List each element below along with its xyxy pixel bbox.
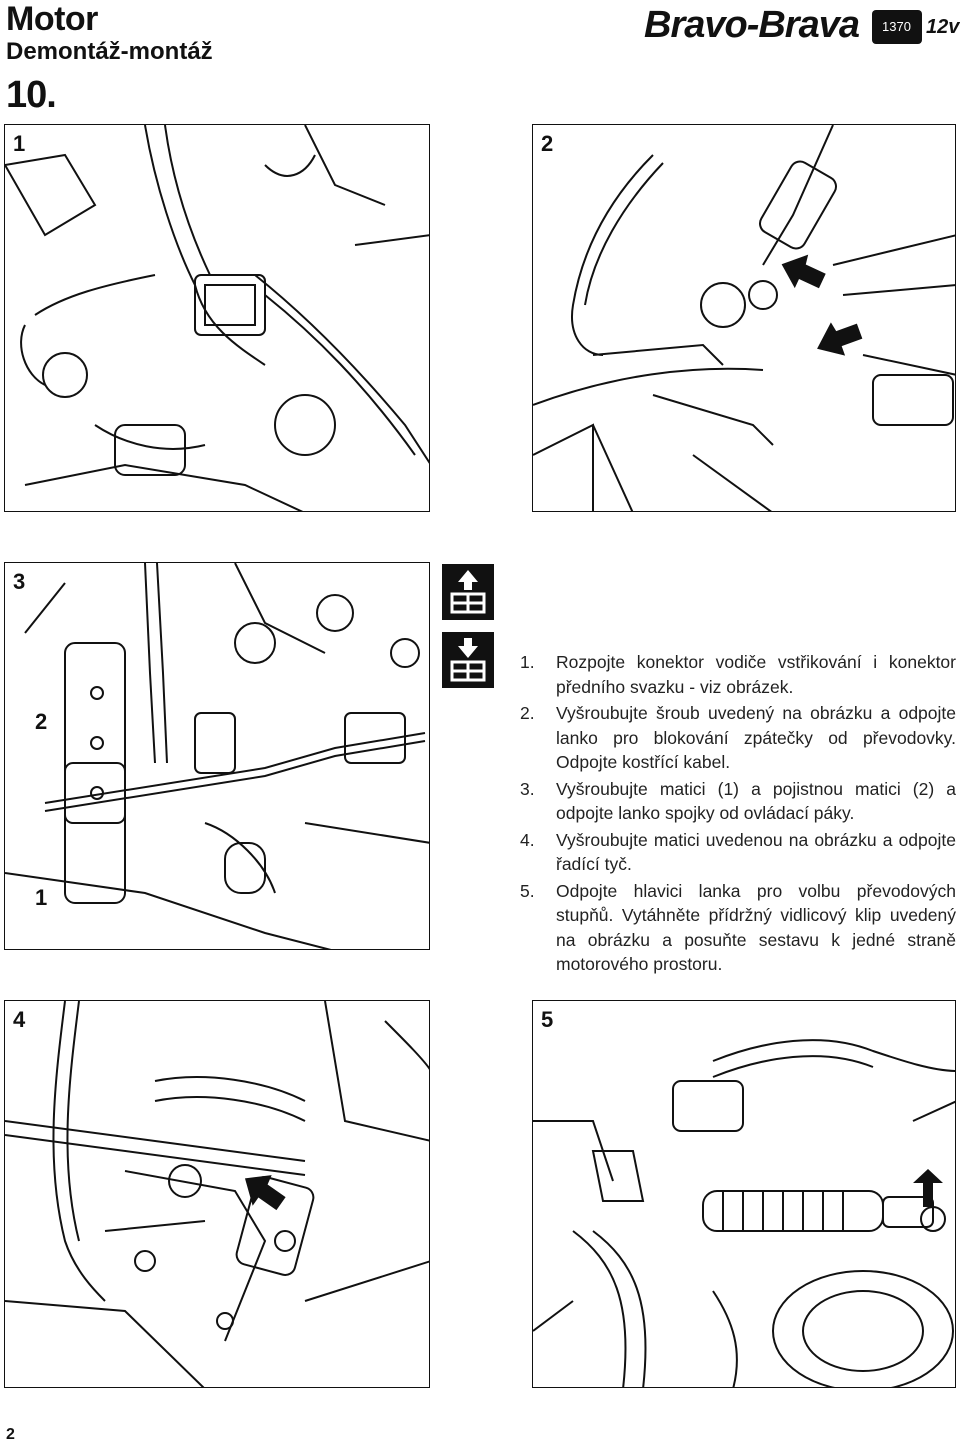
figure-4-number: 4	[13, 1007, 26, 1032]
instruction-list: 1.Rozpojte konektor vodiče vstřikování i…	[520, 650, 956, 979]
page-number: 2	[6, 1426, 15, 1443]
section-title: Motor	[6, 0, 98, 38]
figure-2-number: 2	[541, 131, 554, 156]
removal-icon	[442, 564, 494, 620]
instruction-item: 1.Rozpojte konektor vodiče vstřikování i…	[520, 652, 956, 697]
engine-code: 1370	[882, 19, 911, 34]
callout-2: 2	[35, 709, 48, 734]
figure-5-number: 5	[541, 1007, 554, 1032]
section-subtitle: Demontáž-montáž	[6, 38, 213, 65]
model-name: Bravo-Brava	[644, 4, 860, 46]
figure-5: 5	[532, 1000, 956, 1388]
section-number: 10.	[6, 74, 57, 116]
figure-1-illustration	[5, 125, 429, 511]
figure-3: 3 2 1	[4, 562, 430, 950]
figure-2-illustration	[533, 125, 955, 511]
instruction-item: 5.Odpojte hlavici lanka pro volbu převod…	[520, 880, 956, 975]
figure-2: 2	[532, 124, 956, 512]
figure-3-illustration	[5, 563, 429, 949]
figure-5-illustration	[533, 1039, 955, 1387]
figure-4: 4	[4, 1000, 430, 1388]
instruction-item: 4.Vyšroubujte matici uvedenou na obrázku…	[520, 829, 956, 875]
removal-icon-glyph	[450, 570, 486, 614]
installation-icon-glyph	[450, 638, 486, 682]
figure-3-number: 3	[13, 569, 26, 594]
installation-icon	[442, 632, 494, 688]
callout-1: 1	[35, 885, 48, 910]
instruction-item: 3.Vyšroubujte matici (1) a pojistnou mat…	[520, 778, 956, 824]
figure-1: 1	[4, 124, 430, 512]
valves-label: 12v	[926, 16, 960, 38]
figure-1-number: 1	[13, 131, 26, 156]
engine-badge: 1370	[872, 10, 922, 44]
instruction-item: 2.Vyšroubujte šroub uvedený na obrázku a…	[520, 703, 956, 772]
figure-4-illustration	[5, 1001, 429, 1387]
